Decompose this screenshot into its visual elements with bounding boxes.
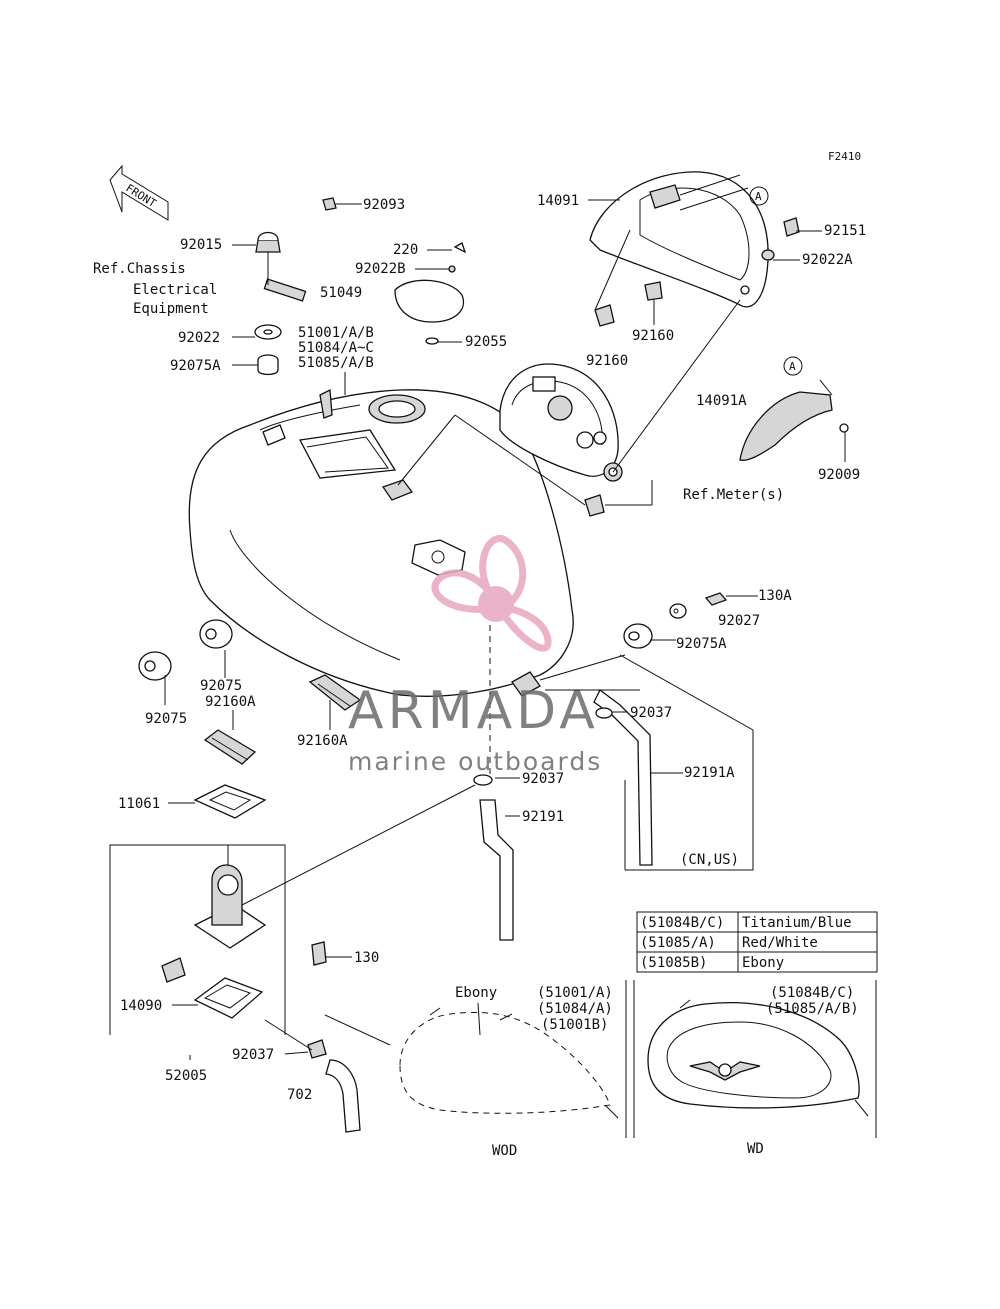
bracket-strap: [263, 278, 307, 302]
leader-lines: [109, 174, 846, 1060]
part-label: 14091A: [696, 393, 747, 409]
ref-chassis-line1: Ref.Chassis: [93, 261, 186, 277]
bolt-130: [311, 941, 327, 966]
part-label: 92160: [632, 328, 674, 344]
grommet-92093: [322, 197, 337, 211]
color-code: (51085/A): [640, 935, 716, 951]
part-label: 92093: [363, 197, 405, 213]
color-table: (51084B/C) Titanium/Blue (51085/A) Red/W…: [636, 911, 878, 973]
hose-92191: [479, 799, 514, 941]
part-label: 130A: [758, 588, 792, 604]
wd-caption: WD: [747, 1141, 764, 1157]
hose-92191A: [593, 689, 653, 866]
color-name: Ebony: [742, 955, 784, 971]
meter-trim: [739, 391, 849, 461]
callout-a-right: A: [783, 356, 803, 376]
part-label: 14090: [120, 998, 162, 1014]
part-label: 11061: [118, 796, 160, 812]
pad-92160A-upper: [308, 674, 362, 711]
bolt-130A: [704, 592, 728, 606]
part-label: 92160A: [297, 733, 348, 749]
part-label: 92009: [818, 467, 860, 483]
color-code: (51085B): [640, 955, 707, 971]
part-label: 702: [287, 1087, 312, 1103]
wod-code: (51084/A): [537, 1001, 613, 1017]
ref-chassis-line3: Equipment: [133, 301, 209, 317]
damper-92075A: [623, 623, 653, 649]
watermark: ARMADA marine outboards: [348, 535, 602, 776]
wod-code: (51001B): [541, 1017, 608, 1033]
part-label: 51049: [320, 285, 362, 301]
part-label: 92022A: [802, 252, 853, 268]
clamp-92037-lower: [307, 1039, 327, 1059]
clip-220: [453, 242, 467, 254]
damper-92075-b: [199, 619, 233, 649]
part-label: 92191A: [684, 765, 735, 781]
pad-92160A-lower: [203, 729, 257, 765]
color-name: Red/White: [742, 935, 818, 951]
ref-chassis-line2: Electrical: [133, 282, 217, 298]
part-label: 92037: [522, 771, 564, 787]
fuel-cock-assembly: [161, 864, 267, 1019]
part-label: 92075A: [676, 636, 727, 652]
clamp-92037-upper: [595, 707, 613, 719]
part-label: 51085/A/B: [298, 355, 374, 371]
wd-code: (51084B/C): [770, 985, 854, 1001]
part-label: 92191: [522, 809, 564, 825]
cap-nut: [255, 231, 281, 253]
damper-92075-a: [138, 651, 172, 681]
propeller-logo-icon: [431, 535, 552, 652]
part-label: 92022: [178, 330, 220, 346]
o-ring-92055: [425, 337, 439, 345]
part-label: 92075A: [170, 358, 221, 374]
part-label: 92075: [145, 711, 187, 727]
wod-title: Ebony: [455, 985, 497, 1001]
collar-92027: [669, 603, 687, 619]
color-name: Titanium/Blue: [742, 915, 852, 931]
part-label: 92037: [630, 705, 672, 721]
watermark-tagline: marine outboards: [348, 747, 602, 776]
part-label: 51084/A~C: [298, 340, 374, 356]
front-arrow-icon: FRONT: [109, 164, 169, 221]
gasket-11061: [193, 784, 267, 819]
damper-top: [257, 354, 279, 376]
part-label: 92055: [465, 334, 507, 350]
variant-wd-tank: (51084B/C) (51085/A/B) WD: [647, 985, 869, 1157]
part-label: 92160: [586, 353, 628, 369]
part-label: 92015: [180, 237, 222, 253]
wd-code: (51085/A/B): [766, 1001, 859, 1017]
variant-wod-tank: Ebony (51001/A) (51084/A) (51001B) WOD: [399, 985, 619, 1159]
speedometer: [499, 363, 623, 517]
part-label: 130: [354, 950, 379, 966]
part-label: 92027: [718, 613, 760, 629]
svg-text:A: A: [755, 190, 762, 203]
part-label: 51001/A/B: [298, 325, 374, 341]
part-label: 220: [393, 242, 418, 258]
region-note: (CN,US): [680, 852, 739, 868]
part-label: 52005: [165, 1068, 207, 1084]
callout-a-top: A: [749, 186, 769, 206]
part-label: 92037: [232, 1047, 274, 1063]
part-label: 92075: [200, 678, 242, 694]
part-label: 92022B: [355, 261, 406, 277]
wod-caption: WOD: [492, 1143, 517, 1159]
hose-702: [325, 1059, 361, 1133]
part-label: 92151: [824, 223, 866, 239]
color-code: (51084B/C): [640, 915, 724, 931]
part-number-labels: 92093 92015 92022 92075A 220 92022B 5104…: [118, 193, 866, 1103]
svg-text:A: A: [789, 360, 796, 373]
part-label: 14091: [537, 193, 579, 209]
clamp-92037-mid: [473, 774, 493, 786]
part-label: 92160A: [205, 694, 256, 710]
fuel-tank: [188, 388, 574, 697]
figure-code: F2410: [828, 150, 861, 163]
wod-code: (51001/A): [537, 985, 613, 1001]
ref-meter-note: Ref.Meter(s): [683, 487, 784, 503]
fuel-cap: [394, 279, 465, 323]
watermark-brand: ARMADA: [348, 681, 599, 741]
meter-cover: [589, 171, 769, 327]
